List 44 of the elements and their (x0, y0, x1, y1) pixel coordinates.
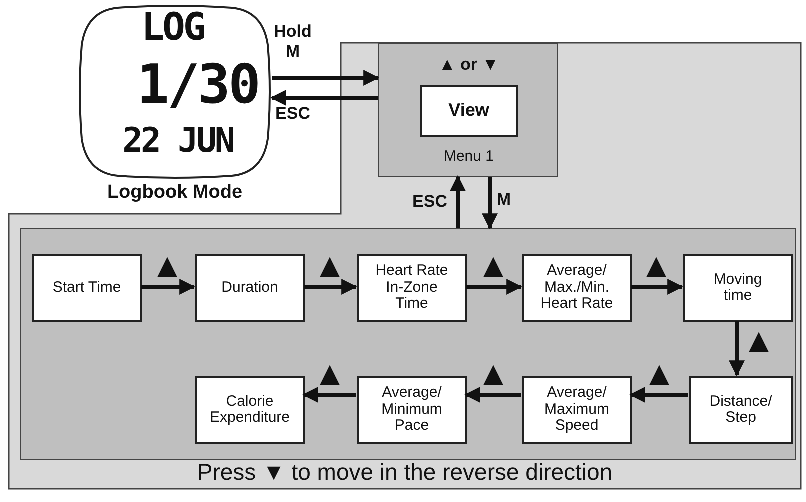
arrow (629, 387, 688, 403)
process-box: Start Time (32, 254, 142, 322)
key-symbol: ▲ (319, 253, 341, 279)
edge-label: M (496, 190, 512, 210)
arrow (141, 279, 196, 295)
process-box: Average/ Max./Min. Heart Rate (522, 254, 632, 322)
process-box: Moving time (683, 254, 793, 322)
process-box: Average/ Maximum Speed (522, 376, 632, 444)
arrow (272, 70, 380, 86)
key-symbol: ▲ (748, 328, 770, 354)
edge-label: ESC (412, 192, 448, 212)
key-symbol: ▲ (646, 253, 668, 279)
menu-item-box: View (420, 85, 518, 137)
arrow (729, 321, 745, 377)
instruction-text: Press ▼ to move in the reverse direction (196, 460, 614, 486)
key-symbol: ▲ (648, 361, 670, 387)
arrow (304, 279, 358, 295)
arrow (466, 279, 523, 295)
arrow (464, 387, 521, 403)
panel (8, 42, 802, 490)
arrow (270, 90, 378, 106)
menu-panel (378, 43, 558, 177)
arrow (450, 175, 466, 228)
process-box: Duration (195, 254, 305, 322)
arrow (302, 387, 356, 403)
edge-label: Hold M (273, 22, 313, 62)
key-symbol: ▲ (319, 361, 341, 387)
process-box: Average/ Minimum Pace (357, 376, 467, 444)
key-symbol: ▲ (482, 253, 504, 279)
panel (20, 228, 796, 460)
lcd-text: 22 JUN (122, 123, 234, 160)
lcd-text: 1/30 (136, 55, 260, 114)
key-symbol: ▲ (156, 253, 178, 279)
arrow (631, 279, 684, 295)
arrow (482, 177, 498, 230)
lcd-text: LOG (140, 7, 206, 49)
process-box: Calorie Expenditure (195, 376, 305, 444)
key-symbol: ▲ (482, 361, 504, 387)
mode-caption: Logbook Mode (106, 183, 244, 204)
process-box: Distance/ Step (689, 376, 793, 444)
edge-label: ESC (274, 104, 312, 124)
key-hint: ▲ or ▼ (438, 56, 500, 75)
process-box: Heart Rate In-Zone Time (357, 254, 467, 322)
menu-caption: Menu 1 (442, 149, 496, 166)
